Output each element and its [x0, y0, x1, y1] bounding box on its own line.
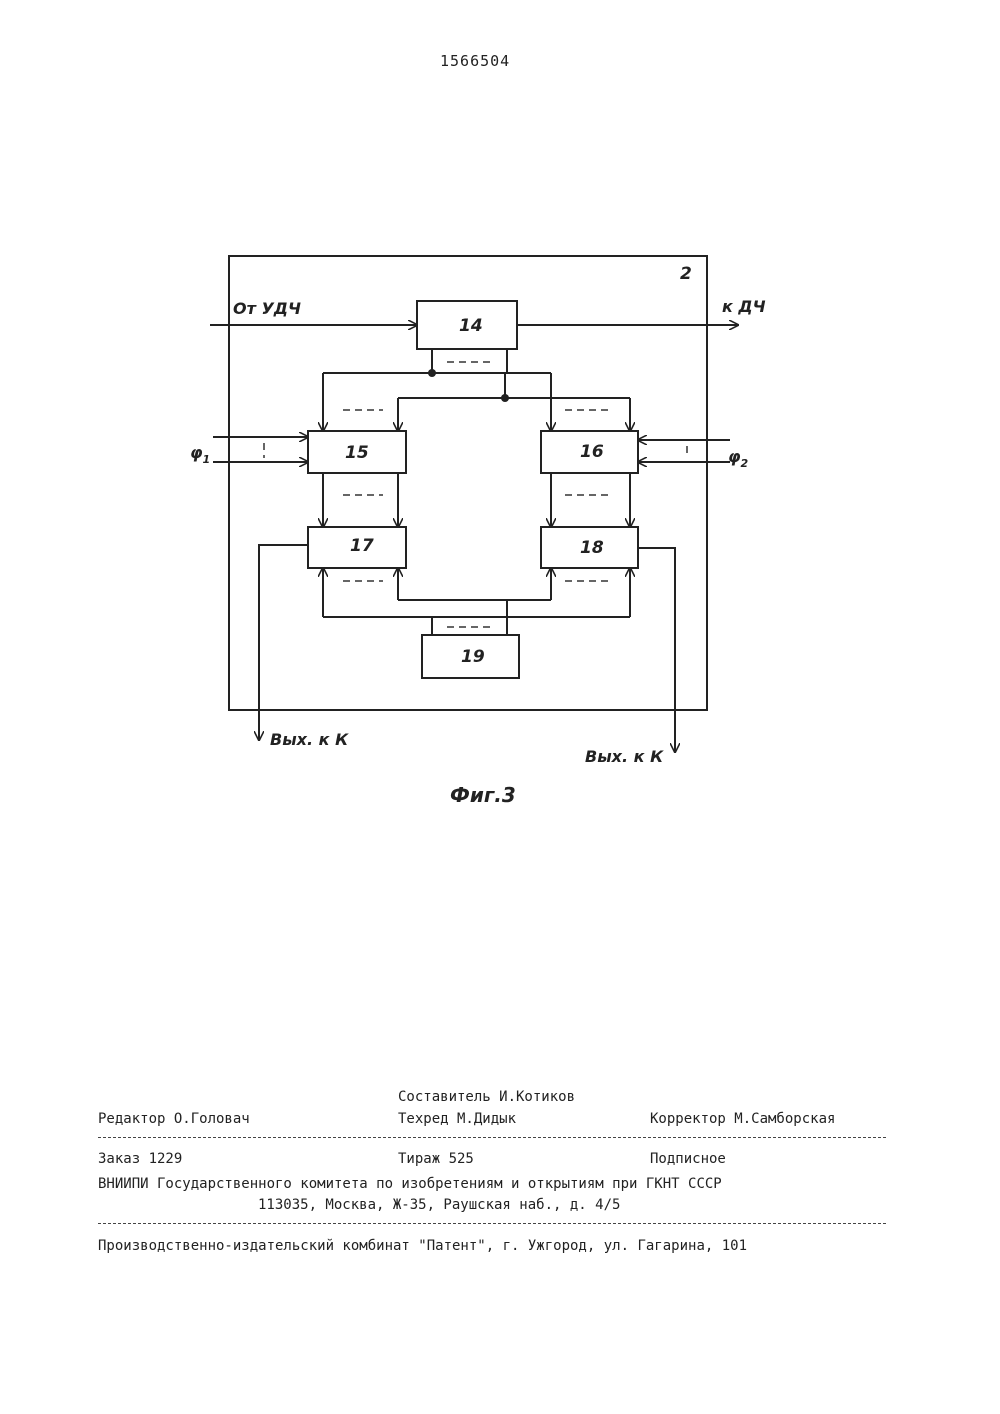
address: 113035, Москва, Ж-35, Раушская наб., д. … [258, 1197, 620, 1213]
block-17-label: 17 [350, 536, 374, 556]
subscription: Подписное [650, 1151, 726, 1167]
block-18-label: 18 [580, 538, 604, 558]
circulation: Тираж 525 [398, 1151, 474, 1167]
composer: Составитель И.Котиков [398, 1089, 575, 1105]
input-label: От УДЧ [233, 299, 301, 318]
divider-1 [98, 1137, 886, 1138]
block-19-label: 19 [461, 647, 485, 667]
bus-connector-19 [432, 617, 507, 635]
block-16-label: 16 [580, 442, 604, 462]
phi1-label: φ1 [190, 443, 210, 466]
corrector: Корректор М.Самборская [650, 1111, 835, 1127]
block-diagram: 2 14 15 16 17 18 19 От УДЧ к ДЧ φ1 φ2 Вы… [0, 0, 1000, 850]
techred: Техред М.Дидык [398, 1111, 516, 1127]
output-label: к ДЧ [722, 297, 766, 316]
publisher: Производственно-издательский комбинат "П… [98, 1238, 747, 1254]
editor: Редактор О.Головач [98, 1111, 250, 1127]
organization: ВНИИПИ Государственного комитета по изоб… [98, 1176, 722, 1192]
order: Заказ 1229 [98, 1151, 182, 1167]
output-right-label: Вых. к К [585, 747, 664, 766]
figure-caption: Фиг.3 [450, 783, 516, 807]
output-left-label: Вых. к К [270, 730, 349, 749]
output-right-line [638, 548, 675, 752]
phi2-label: φ2 [728, 447, 749, 470]
block-14-label: 14 [459, 316, 483, 336]
junction-dot-2 [501, 394, 509, 402]
frame-number: 2 [680, 264, 692, 284]
junction-dot-1 [428, 369, 436, 377]
bus-connector-14 [432, 349, 507, 373]
block-15-label: 15 [345, 443, 369, 463]
divider-2 [98, 1223, 886, 1224]
